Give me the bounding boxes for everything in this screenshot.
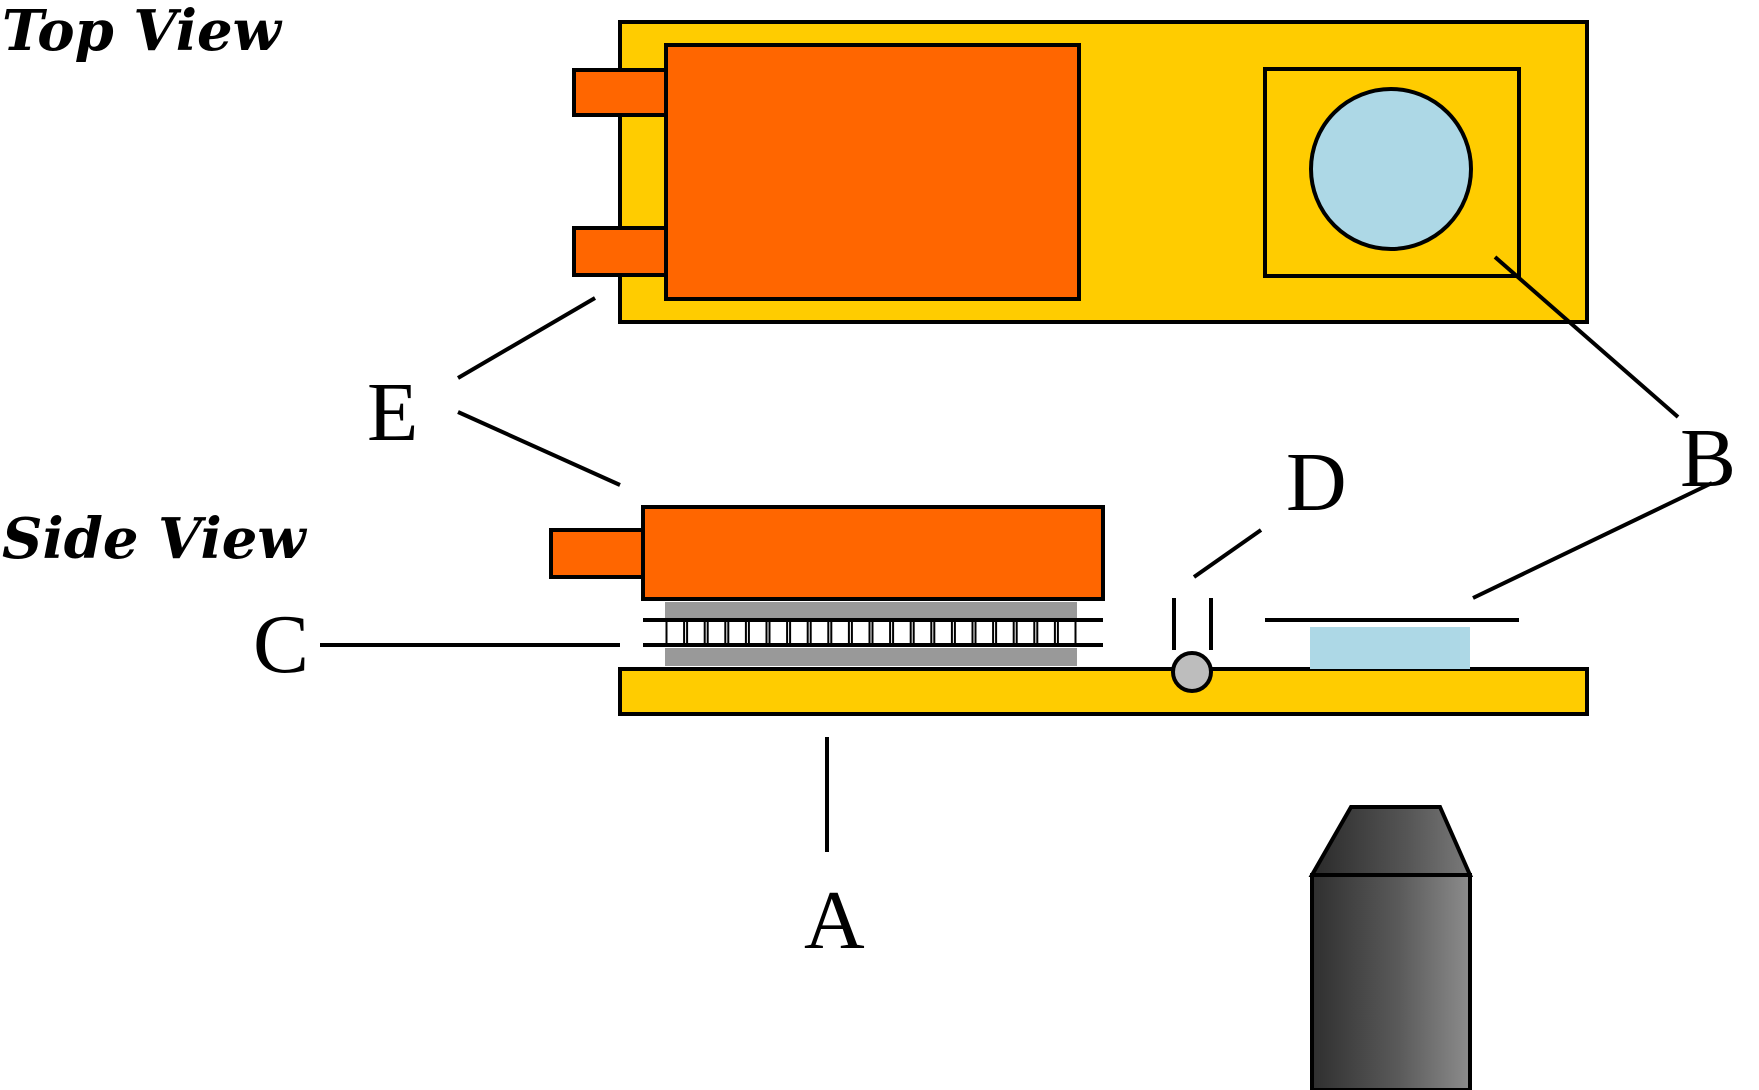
side-probe-holder <box>1172 598 1213 650</box>
side-peltier-cell <box>809 620 830 645</box>
label-d: D <box>1286 436 1347 529</box>
side-peltier-cell <box>830 620 850 645</box>
objective-cap <box>1308 805 1474 877</box>
side-peltier-cell <box>1036 620 1056 645</box>
side-motor-block <box>641 505 1105 601</box>
label-b: B <box>1680 412 1736 505</box>
leader-lines <box>320 255 1713 852</box>
side-peltier-cell <box>706 620 727 645</box>
side-peltier-cell <box>974 620 995 645</box>
top-view <box>572 20 1589 324</box>
leader-e-side <box>457 410 621 487</box>
top-sample-frame <box>1263 67 1521 278</box>
leader-b-top <box>1493 255 1680 419</box>
leader-b-side <box>1472 481 1713 600</box>
side-peltier-cell <box>995 620 1015 645</box>
label-c: C <box>253 598 309 691</box>
side-peltier-cell <box>665 620 686 645</box>
side-peltier-cell <box>768 620 789 645</box>
top-view-title: Top View <box>2 0 283 64</box>
leader-e-top <box>456 296 597 380</box>
side-peltier-cell <box>789 620 809 645</box>
side-peltier-cell <box>953 620 974 645</box>
top-connector-upper <box>572 68 668 117</box>
side-peltier-cell <box>727 620 747 645</box>
side-peltier-cells <box>665 620 1077 645</box>
side-peltier-cell <box>871 620 892 645</box>
label-e: E <box>367 366 418 459</box>
top-motor-block <box>664 43 1081 301</box>
top-connector-lower <box>572 226 668 277</box>
top-sample-well <box>1309 87 1473 251</box>
objective-body <box>1310 873 1472 1090</box>
side-base-plate <box>618 667 1589 716</box>
side-spacer-lower <box>665 648 1077 666</box>
side-spacer-upper <box>665 602 1077 618</box>
label-a: A <box>804 874 865 967</box>
side-peltier-cell <box>912 620 933 645</box>
side-peltier-cell <box>892 620 912 645</box>
side-peltier-cell <box>1015 620 1036 645</box>
leader-d <box>1192 528 1263 579</box>
side-peltier-cell <box>1056 620 1077 645</box>
side-connector <box>549 528 646 579</box>
side-peltier-cell <box>933 620 953 645</box>
side-probe-bead <box>1171 651 1213 693</box>
side-peltier-cell <box>747 620 768 645</box>
side-view <box>549 505 1589 1090</box>
side-view-title: Side View <box>2 506 307 572</box>
side-peltier-cell <box>686 620 706 645</box>
side-sample <box>1310 627 1470 669</box>
side-peltier-cell <box>850 620 871 645</box>
